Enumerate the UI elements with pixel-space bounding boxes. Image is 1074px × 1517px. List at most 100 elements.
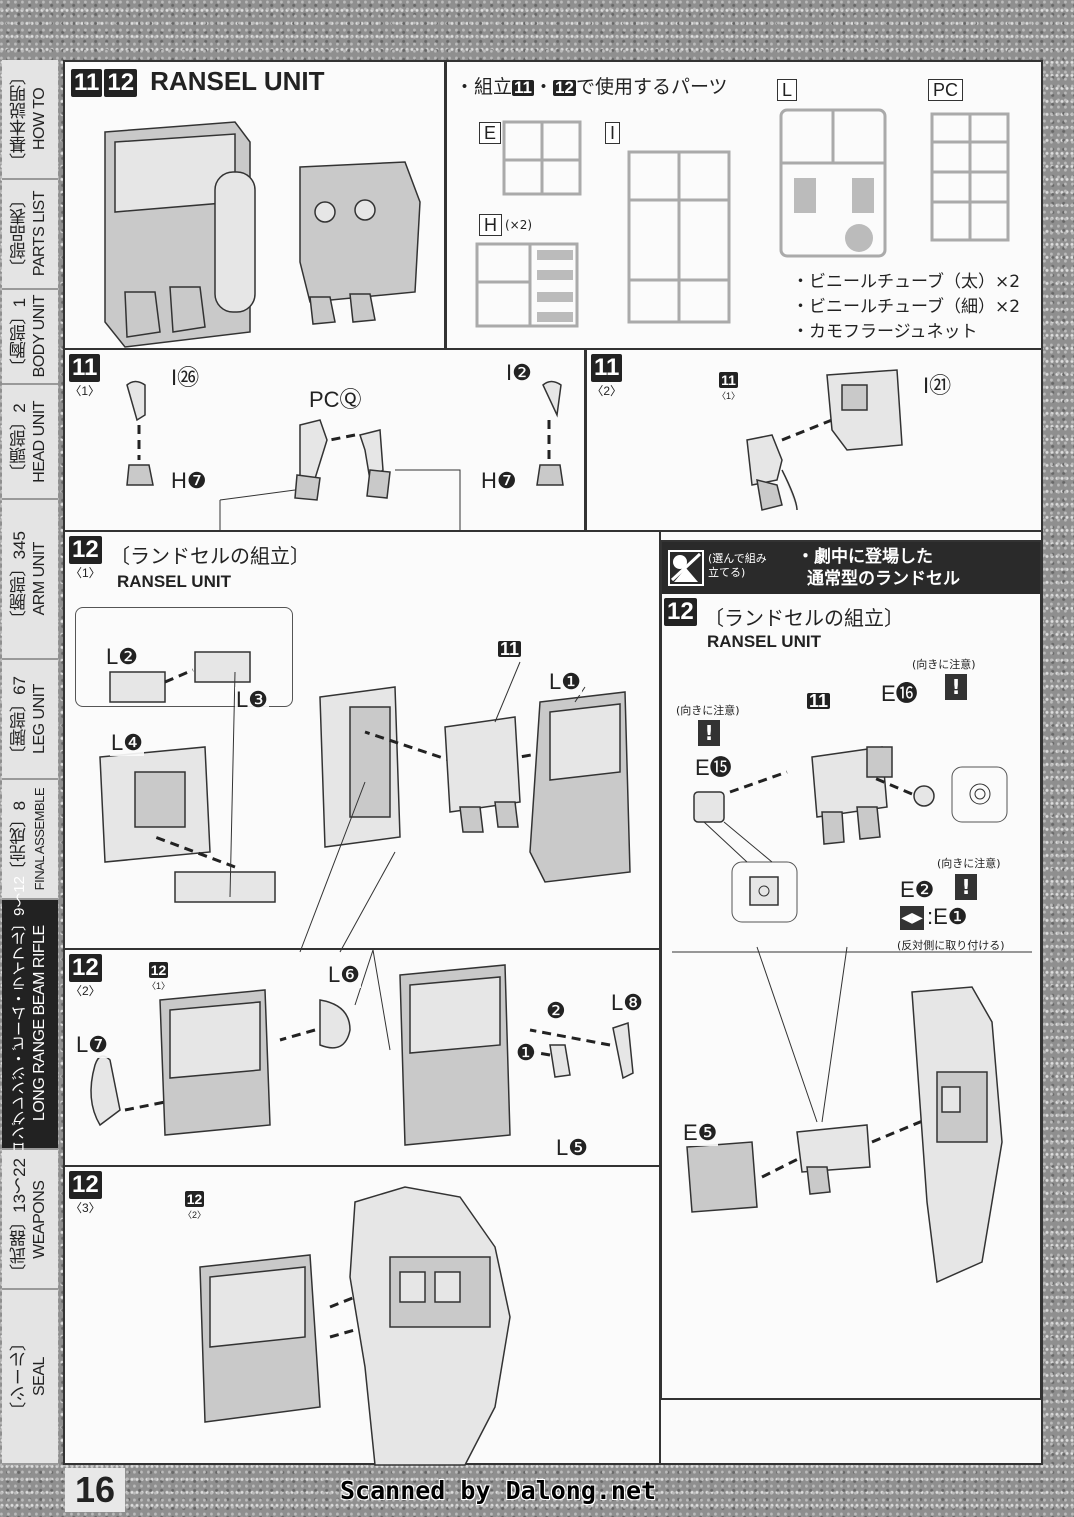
- step-12-2-illustration: [90, 949, 634, 1146]
- step-badge: 12: [148, 962, 169, 978]
- step-12-1-panel: 12〈1〉 〔ランドセルの組立〕 RANSEL UNIT L❷ L❸ L❹ 11…: [63, 530, 661, 953]
- scanner-credit: Scanned by Dalong.net: [340, 1476, 657, 1505]
- step-title: 〔ランドセルの組立〕: [110, 544, 310, 568]
- page-title: RANSEL UNIT: [150, 66, 325, 96]
- part-label: L❹: [110, 730, 144, 756]
- step-badge: 11: [512, 78, 534, 97]
- runner-label-l: L: [777, 79, 798, 101]
- tab-how-to[interactable]: 〔基本説明〕HOW TO: [2, 60, 58, 180]
- tab-label-en: LEG UNIT: [31, 684, 48, 754]
- parts-heading-prefix: ・組立: [455, 76, 513, 98]
- part-label: E❺: [682, 1120, 719, 1146]
- step-11-2-panel: 11〈2〉 11〈1〉 I㉑: [585, 348, 1043, 532]
- tab-parts-list[interactable]: 〔部品表〕PARTS LIST: [2, 180, 58, 290]
- extra-parts-list: ・ビニールチューブ（太）×2 ・ビニールチューブ（細）×2 ・カモフラージュネッ…: [792, 270, 1020, 345]
- tab-label-jp: 〔基本説明〕: [10, 68, 29, 170]
- runner-i-illustration: [627, 150, 731, 324]
- option-illustration: [672, 746, 1032, 1284]
- step-order-marker: ❶: [515, 1040, 537, 1066]
- runner-l-illustration: [779, 108, 887, 258]
- reference-step: 12〈1〉: [147, 960, 170, 992]
- tab-label-en: LONG RANGE BEAM RIFLE: [31, 926, 48, 1122]
- tab-label-en: HEAD UNIT: [31, 400, 48, 483]
- step-substep: 〈3〉: [70, 1201, 101, 1215]
- step-substep: 〈1〉: [717, 391, 741, 401]
- runner-pc-illustration: [930, 112, 1010, 242]
- step-11-1-illustration: [126, 380, 564, 530]
- part-label: E❷: [899, 877, 936, 903]
- tab-label-jp: 〔ロングレンジ・ビーム・ライフル〕9〜12: [11, 876, 28, 1172]
- step-11-1-panel: 11〈1〉 I㉖ PCⓆ I❷ H❼ H❼: [63, 348, 586, 532]
- step-badge: 12: [69, 954, 102, 982]
- step-12-1-illustration: [99, 651, 631, 953]
- part-label: L❺: [555, 1135, 589, 1161]
- part-label: L❼: [75, 1032, 109, 1058]
- tab-label-en: ARM UNIT: [31, 542, 48, 616]
- step-badge: 12: [184, 1191, 205, 1207]
- reference-step: 11: [807, 692, 831, 711]
- tab-label-jp: 〔胸部〕1: [10, 297, 29, 376]
- part-label: E⓯: [694, 750, 733, 782]
- part-label: L❶: [548, 669, 582, 695]
- step-badge: 11: [71, 69, 103, 97]
- step-badge: 12: [104, 69, 138, 97]
- part-label: L❸: [235, 687, 269, 713]
- caution-note: (向きに注意): [937, 857, 1001, 870]
- option-description: ・劇中に登場した通常型のランドセル: [797, 546, 960, 590]
- step-substep: 〈1〉: [147, 981, 171, 991]
- step-marker: 11〈2〉: [591, 354, 623, 399]
- tab-label-jp: 〔腕部〕345: [10, 530, 29, 628]
- part-label: I㉖: [170, 360, 201, 392]
- runner-quantity: (×2): [505, 218, 533, 232]
- separator: ・: [534, 76, 554, 98]
- option-header: (選んで組み立てる) ・劇中に登場した通常型のランドセル: [662, 542, 1040, 594]
- parts-heading-suffix: で使用するパーツ: [575, 76, 728, 98]
- part-label: PCⓆ: [308, 382, 363, 414]
- step-marker: 12〈1〉: [69, 536, 102, 581]
- step-substep: 〈1〉: [69, 384, 101, 398]
- step-order-marker: ❷: [545, 998, 567, 1024]
- part-label: E⓰: [880, 676, 919, 708]
- tab-seal[interactable]: 〔シール〕SEAL: [2, 1290, 58, 1465]
- caution-note: (向きに注意): [912, 658, 976, 671]
- caution-icon: !: [945, 674, 967, 700]
- mirror-side-icon: ◀▶: [900, 906, 924, 930]
- tab-label-jp: 〔部品表〕: [10, 191, 29, 277]
- part-label: L❽: [610, 990, 644, 1016]
- detail-callout: [75, 607, 293, 707]
- optional-ransel-panel: (選んで組み立てる) ・劇中に登場した通常型のランドセル 12 〔ランドセルの組…: [660, 540, 1042, 1400]
- runner-label-h: H: [479, 214, 502, 236]
- tab-label-en: PARTS LIST: [31, 191, 48, 277]
- step-marker: 11〈1〉: [69, 354, 101, 399]
- step-substep: 〈2〉: [183, 1210, 207, 1220]
- step-title: 〔ランドセルの組立〕: [704, 606, 904, 630]
- step-badge: 11: [719, 372, 738, 388]
- tab-label-jp: 〔頭部〕2: [10, 402, 29, 481]
- step-badge: 11: [69, 354, 101, 382]
- step-badge: 11: [591, 354, 623, 382]
- step-12-2-panel: 12〈2〉 12〈1〉 L❻ L❼ L❽ ❷ ❶ L❺: [63, 948, 661, 1167]
- option-desc-line: 通常型のランドセル: [807, 569, 960, 589]
- step-marker: 12〈2〉: [69, 954, 102, 999]
- reference-step: 11〈1〉: [717, 370, 740, 402]
- tab-label-en: HOW TO: [31, 87, 48, 151]
- choose-assembly-note: (選んで組み立てる): [708, 552, 767, 579]
- step-11-2-illustration: [746, 369, 903, 511]
- tab-label-en: BODY UNIT: [31, 295, 48, 378]
- opposite-side-note: (反対側に取り付ける): [897, 939, 1005, 952]
- step-badge: 11: [498, 639, 522, 659]
- tab-label-jp: 〔武器〕13〜22: [10, 1157, 29, 1281]
- tab-label-jp: 〔シール〕: [10, 1334, 29, 1419]
- step-subtitle: RANSEL UNIT: [117, 572, 231, 591]
- tab-label-en: SEAL: [31, 1357, 48, 1396]
